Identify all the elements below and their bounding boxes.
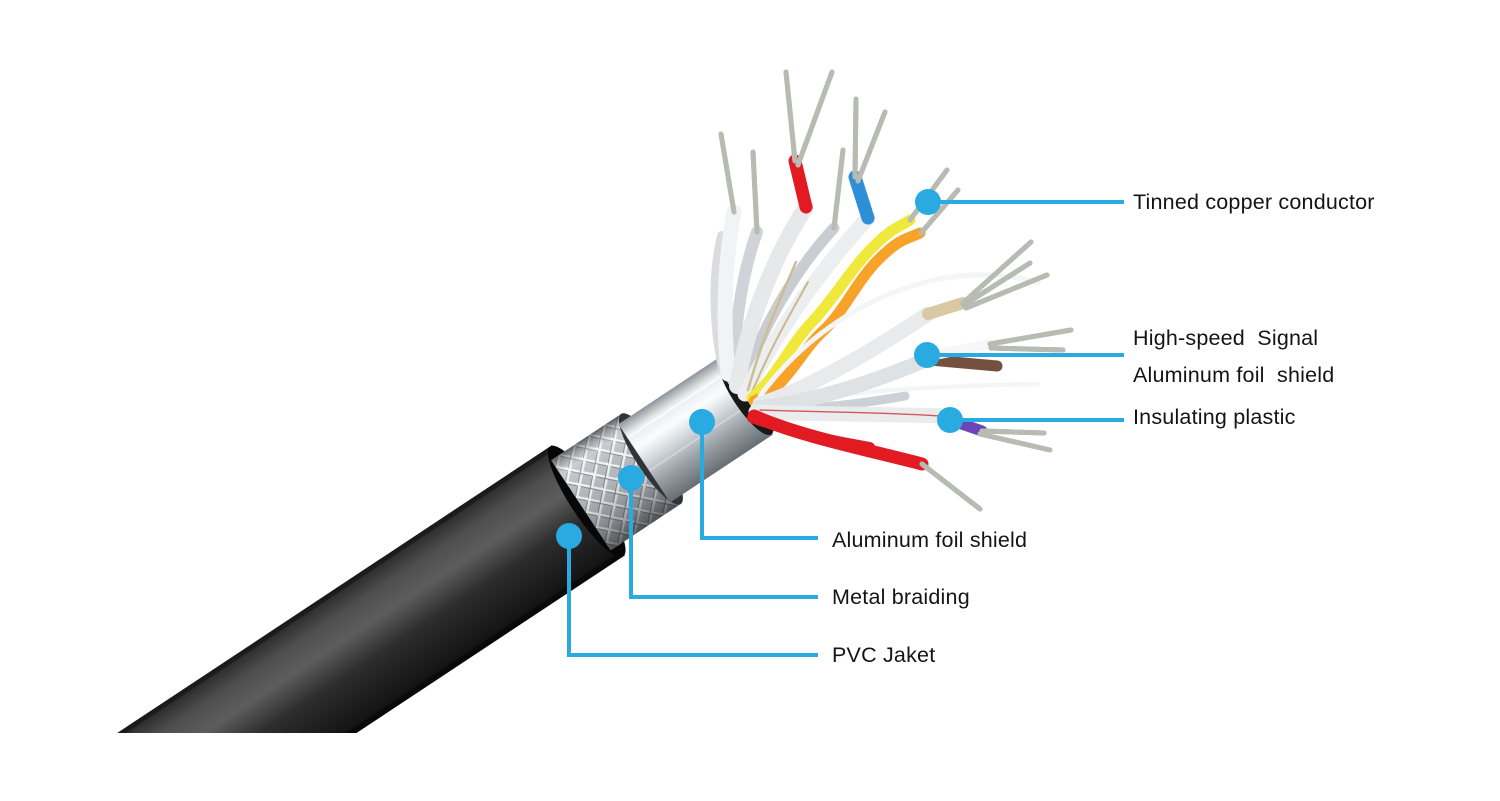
braiding-shading xyxy=(551,413,682,551)
jacket-bottom-edge xyxy=(161,550,625,733)
wire-yellow-twisted xyxy=(746,214,916,404)
strand-gold-1 xyxy=(746,260,798,392)
label-pvc-jacket: PVC Jaket xyxy=(832,643,936,667)
wire-blue-insulation xyxy=(848,170,875,225)
callouts xyxy=(556,189,1124,657)
callout-dot-tinned-copper-conductor xyxy=(915,189,941,215)
wire-orange-twisted xyxy=(748,227,926,407)
wire-thin-white-1 xyxy=(757,272,1041,399)
callout-dot-metal-braiding xyxy=(618,465,644,491)
callout-dot-aluminum-foil-shield xyxy=(689,409,715,435)
label-insulating-plastic: Insulating plastic xyxy=(1133,405,1296,429)
callout-dot-pvc-jacket xyxy=(556,523,582,549)
sheath-red-stripe xyxy=(759,409,941,417)
wire-sheath-blue-pair xyxy=(737,210,876,402)
callout-dot-insulating-plastic xyxy=(937,407,963,433)
callout-dot-high-speed-signal xyxy=(914,342,940,368)
label-high-speed-signal: High-speed Signal xyxy=(1133,326,1319,350)
label-aluminum-foil-shield: Aluminum foil shield xyxy=(832,528,1028,552)
wire-white-large xyxy=(717,204,742,382)
leader-metal-braiding xyxy=(629,478,818,599)
cable-body xyxy=(91,356,774,733)
jacket-top-edge xyxy=(91,445,555,733)
leader-pvc-jacket xyxy=(567,536,818,657)
foil-highlight-streak xyxy=(626,368,731,440)
wire-brown-insulation xyxy=(924,354,1003,372)
label-aluminum-foil-shield-inner: Aluminum foil shield xyxy=(1133,363,1335,387)
wire-red-curve xyxy=(747,409,929,471)
wire-tan-insulation xyxy=(922,297,969,320)
pvc-jacket-cylinder xyxy=(91,445,625,733)
wire-fan xyxy=(710,154,1041,471)
label-metal-braiding: Metal braiding xyxy=(832,585,970,609)
wire-sheath-red-pair xyxy=(729,199,814,394)
leader-aluminum-foil-shield xyxy=(700,422,818,540)
wire-red-insulation xyxy=(788,154,813,214)
strand-gold-2 xyxy=(751,281,809,393)
label-tinned-copper-conductor: Tinned copper conductor xyxy=(1133,190,1375,214)
